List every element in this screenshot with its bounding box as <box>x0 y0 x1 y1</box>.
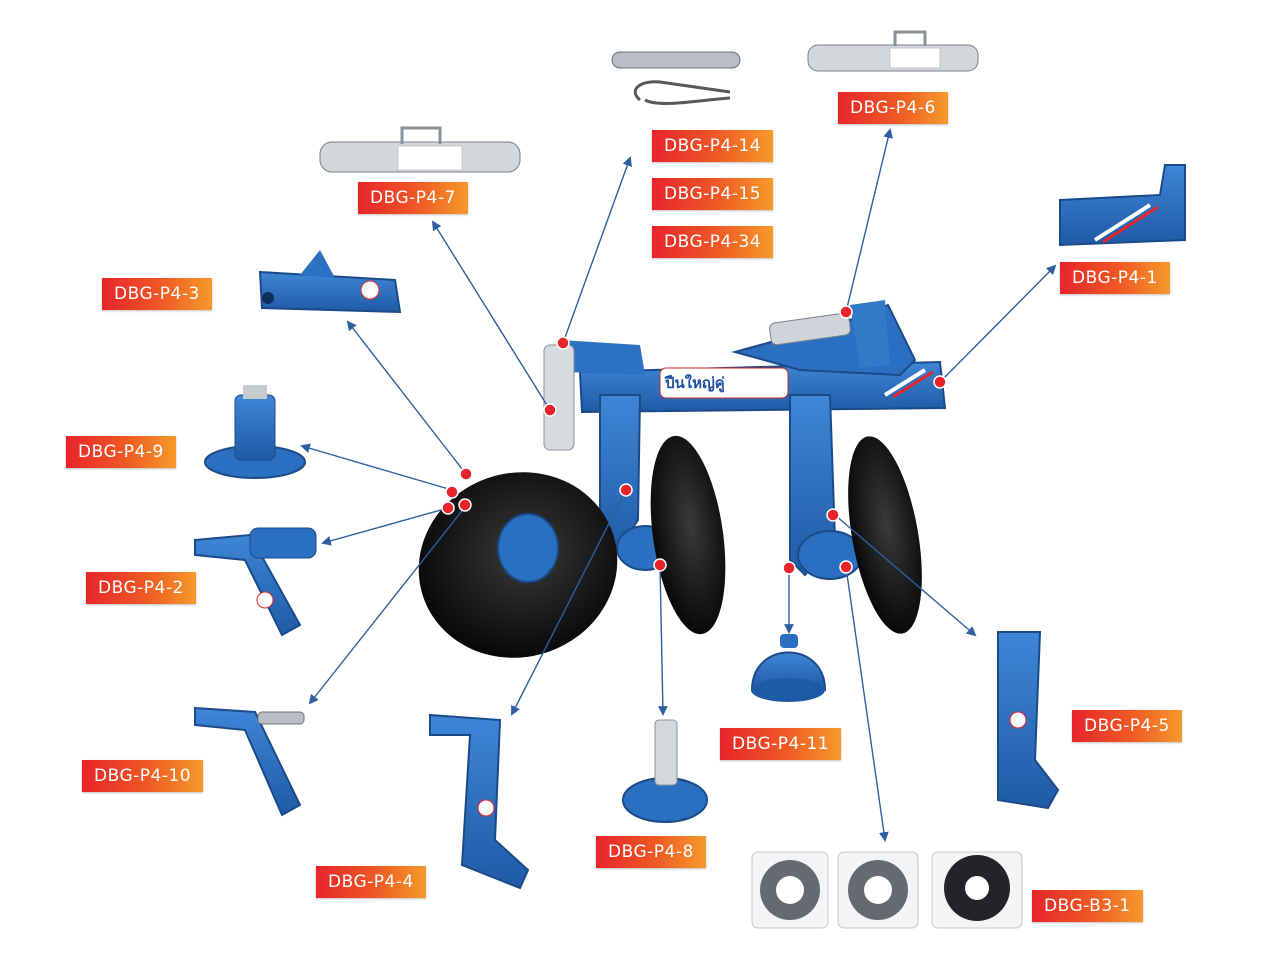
part-label-p4-10: DBG-P4-10 <box>82 760 204 792</box>
arrow-p4-2 <box>321 507 449 546</box>
part-label-p4-8: DBG-P4-8 <box>596 836 706 868</box>
part-label-p4-3: DBG-P4-3 <box>102 278 212 310</box>
dot-p4-6 <box>839 305 853 319</box>
dot-p4-14 <box>556 336 570 350</box>
plow-main-assembly: ปืนใหญ่คู่ <box>418 300 947 658</box>
clamp-block-part-p4-3 <box>258 250 402 314</box>
standard-part-p4-5 <box>997 631 1060 810</box>
dot-p4-7 <box>543 403 557 417</box>
pin-and-clip-part <box>611 51 741 105</box>
dot-p4-8 <box>653 558 667 572</box>
standard-part-p4-4 <box>429 713 530 890</box>
middle-disc <box>650 435 726 635</box>
hitch-pin <box>611 51 741 69</box>
arrow-p4-9 <box>300 443 453 491</box>
part-label-p4-5: DBG-P4-5 <box>1072 710 1182 742</box>
r-clip <box>633 80 731 105</box>
mast-bracket-part-p4-1 <box>1059 164 1186 247</box>
arm-spindle-part-p4-2 <box>194 527 317 637</box>
part-label-p4-14: DBG-P4-14 <box>652 130 774 162</box>
part-label-p4-9: DBG-P4-9 <box>66 436 176 468</box>
part-label-p4-2: DBG-P4-2 <box>86 572 196 604</box>
arrow-p4-14 <box>562 156 632 344</box>
hub-part-p4-9 <box>204 385 306 479</box>
beam-stripes <box>883 368 934 399</box>
dot-p4-3 <box>459 467 473 481</box>
dust-cap-part-p4-11 <box>750 634 827 702</box>
left-top-bracket <box>560 340 645 375</box>
dot-p4-2 <box>441 501 455 515</box>
frame-logo-plate <box>659 367 789 399</box>
arm-bolt-part-p4-10 <box>194 706 305 817</box>
front-disc-hub <box>497 513 559 583</box>
part-label-p4-7: DBG-P4-7 <box>358 182 468 214</box>
part-label-p4-1: DBG-P4-1 <box>1060 262 1170 294</box>
turnbuckle-part-p4-7 <box>319 126 521 173</box>
arrow-p4-8 <box>657 564 668 716</box>
arrow-p4-6 <box>845 128 893 313</box>
arrow-p4-4 <box>511 489 627 716</box>
arrow-p4-10 <box>308 506 466 705</box>
arrow-b3-1 <box>845 566 889 842</box>
part-label-p4-11: DBG-P4-11 <box>720 728 842 760</box>
dot-p4-1 <box>933 375 947 389</box>
spindle-hub-part-p4-8 <box>622 719 708 823</box>
arrow-p4-5 <box>834 514 977 637</box>
arrow-p4-1 <box>939 264 1057 383</box>
bearing-set-part-b3-1 <box>751 851 1023 929</box>
part-label-b3-1: DBG-B3-1 <box>1032 890 1143 922</box>
dot-p4-11 <box>782 561 796 575</box>
rear-disc <box>848 436 922 634</box>
dot-p4-10 <box>458 498 472 512</box>
part-label-p4-4: DBG-P4-4 <box>316 866 426 898</box>
part-label-p4-34: DBG-P4-34 <box>652 226 774 258</box>
dot-p4-5 <box>826 508 840 522</box>
left-vertical-link <box>543 344 575 451</box>
part-label-p4-15: DBG-P4-15 <box>652 178 774 210</box>
part-label-p4-6: DBG-P4-6 <box>838 92 948 124</box>
mast-plate <box>850 300 890 368</box>
connection-dots <box>441 305 947 575</box>
dot-p4-4 <box>619 483 633 497</box>
frame-turnbuckle <box>769 312 851 346</box>
dot-p4-9 <box>445 485 459 499</box>
arrow-p4-7 <box>431 220 551 411</box>
leader-arrows <box>300 128 1057 842</box>
frame-logo-text: ปืนใหญ่คู่ <box>664 374 725 393</box>
dot-b3-1 <box>839 560 853 574</box>
turnbuckle-part-p4-6 <box>807 30 979 72</box>
arrow-p4-3 <box>346 320 467 475</box>
